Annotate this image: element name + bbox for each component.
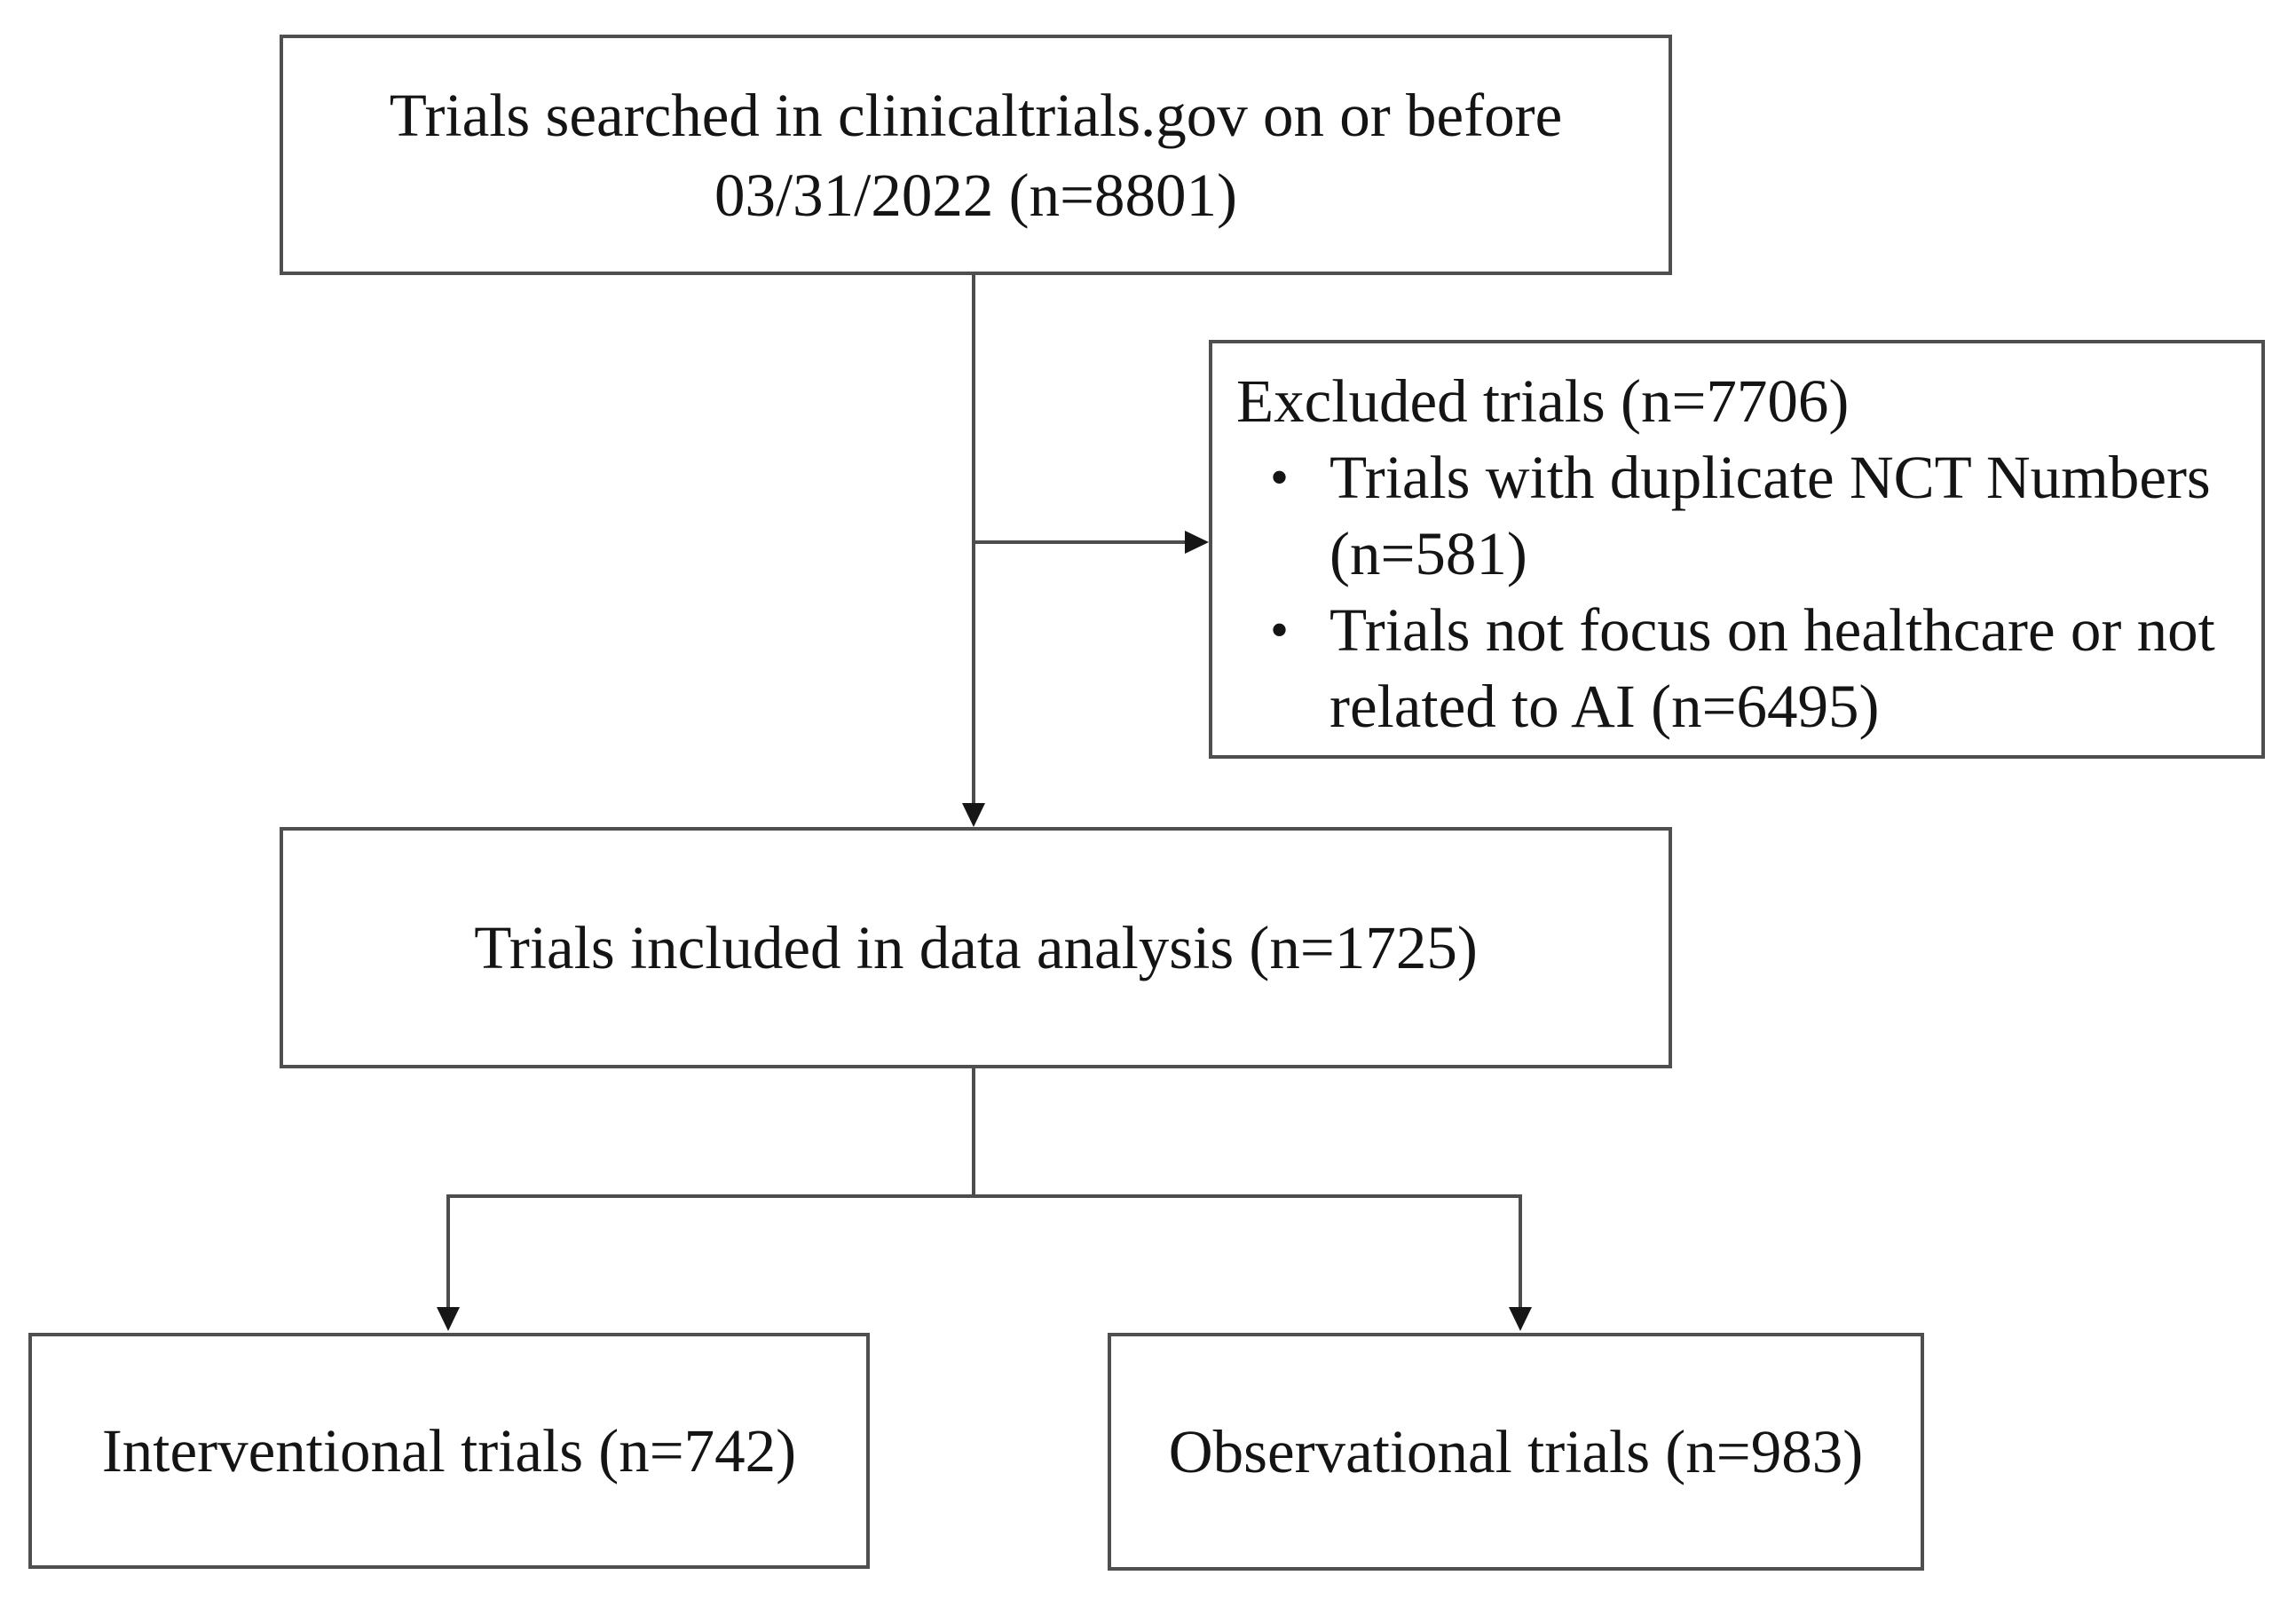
excluded-bullet-not-healthcare-ai: • Trials not focus on healthcare or not … bbox=[1236, 592, 2251, 744]
excluded-bullet-duplicate-nct-text: Trials with duplicate NCT Numbers (n=581… bbox=[1329, 444, 2211, 587]
arrowhead-down-icon bbox=[1509, 1307, 1532, 1331]
observational-trials-label: Observational trials (n=983) bbox=[1168, 1418, 1864, 1485]
excluded-trials-title: Excluded trials (n=7706) bbox=[1236, 367, 1850, 435]
node-interventional-trials: Interventional trials (n=742) bbox=[28, 1333, 870, 1569]
connector-searched-to-included bbox=[972, 275, 975, 804]
excluded-bullet-not-healthcare-ai-text: Trials not focus on healthcare or not re… bbox=[1329, 596, 2215, 740]
connector-included-out bbox=[972, 1068, 975, 1198]
arrowhead-down-icon bbox=[437, 1307, 460, 1331]
node-trials-searched-text: Trials searched in clinicaltrials.gov on… bbox=[390, 75, 1562, 235]
interventional-trials-label: Interventional trials (n=742) bbox=[101, 1417, 797, 1485]
trials-searched-line1: Trials searched in clinicaltrials.gov on… bbox=[389, 81, 1563, 149]
connector-to-interventional bbox=[446, 1198, 450, 1308]
arrowhead-right-icon bbox=[1185, 531, 1209, 554]
arrowhead-down-icon bbox=[962, 803, 985, 827]
node-observational-trials: Observational trials (n=983) bbox=[1108, 1333, 1924, 1571]
bullet-dot-icon: • bbox=[1270, 601, 1290, 659]
excluded-bullet-duplicate-nct: • Trials with duplicate NCT Numbers (n=5… bbox=[1236, 439, 2251, 592]
node-excluded-trials: Excluded trials (n=7706) • Trials with d… bbox=[1209, 340, 2265, 759]
node-trials-searched: Trials searched in clinicaltrials.gov on… bbox=[280, 35, 1672, 275]
trials-searched-line2: 03/31/2022 (n=8801) bbox=[714, 161, 1237, 229]
node-trials-included: Trials included in data analysis (n=1725… bbox=[280, 827, 1672, 1068]
connector-to-observational bbox=[1519, 1198, 1522, 1308]
connector-branch-to-excluded bbox=[974, 540, 1186, 544]
trials-included-label: Trials included in data analysis (n=1725… bbox=[474, 914, 1478, 981]
bullet-dot-icon: • bbox=[1270, 448, 1290, 507]
connector-split-bar bbox=[446, 1194, 1522, 1198]
